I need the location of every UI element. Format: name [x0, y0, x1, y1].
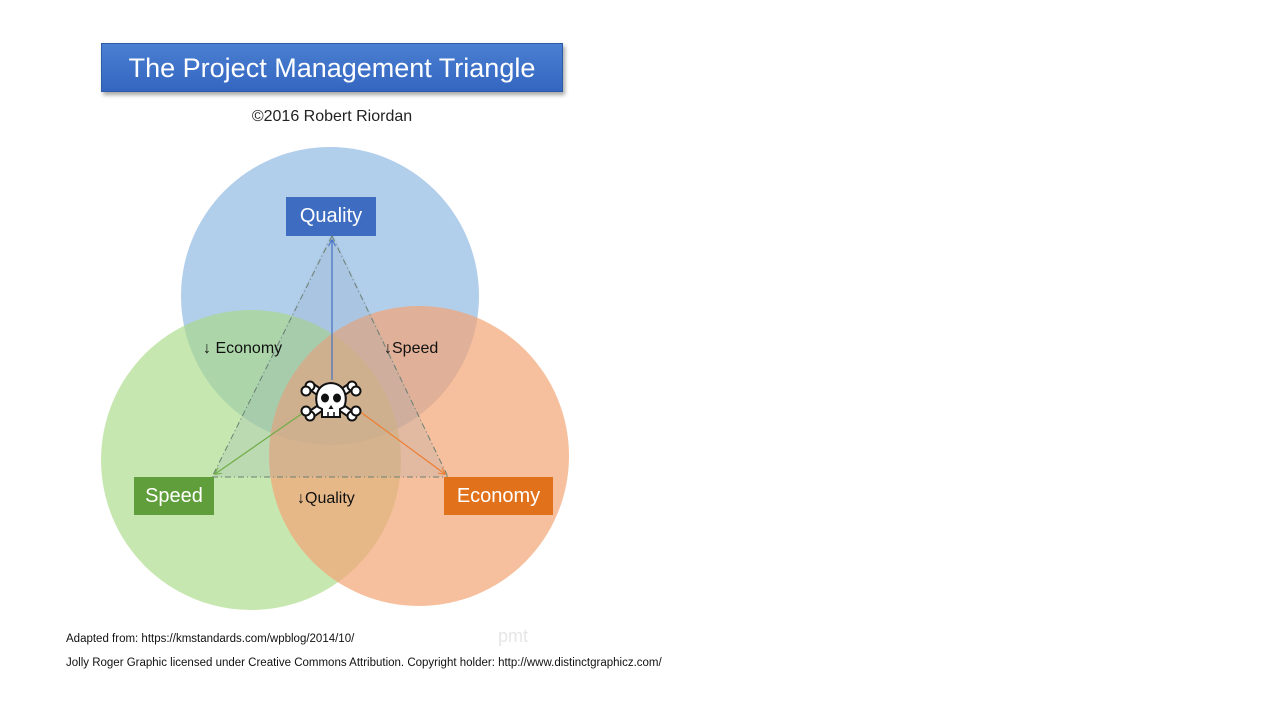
- triangle-edge-right: [331, 235, 449, 478]
- triangle-fill: [212, 232, 448, 477]
- region-quality-economy: ↓Speed: [384, 340, 439, 357]
- region-quality-speed: ↓ Economy: [203, 340, 283, 357]
- quality-label: Quality: [286, 197, 376, 236]
- footnote-adapted: Adapted from: https://kmstandards.com/wp…: [66, 633, 355, 645]
- speed-label: Speed: [134, 477, 214, 515]
- region-speed-economy: ↓Quality: [297, 490, 355, 507]
- watermark: pmt: [498, 626, 529, 646]
- economy-arrow: [354, 407, 445, 474]
- skull-crossbones-icon: [300, 380, 362, 422]
- diagram-title: The Project Management Triangle: [101, 43, 563, 92]
- footnote-license: Jolly Roger Graphic licensed under Creat…: [66, 657, 662, 669]
- economy-label: Economy: [444, 477, 553, 515]
- speed-arrow: [215, 407, 311, 474]
- economy-circle: [269, 306, 569, 606]
- copyright-text: ©2016 Robert Riordan: [251, 108, 413, 125]
- triangle-edge-left: [211, 235, 333, 478]
